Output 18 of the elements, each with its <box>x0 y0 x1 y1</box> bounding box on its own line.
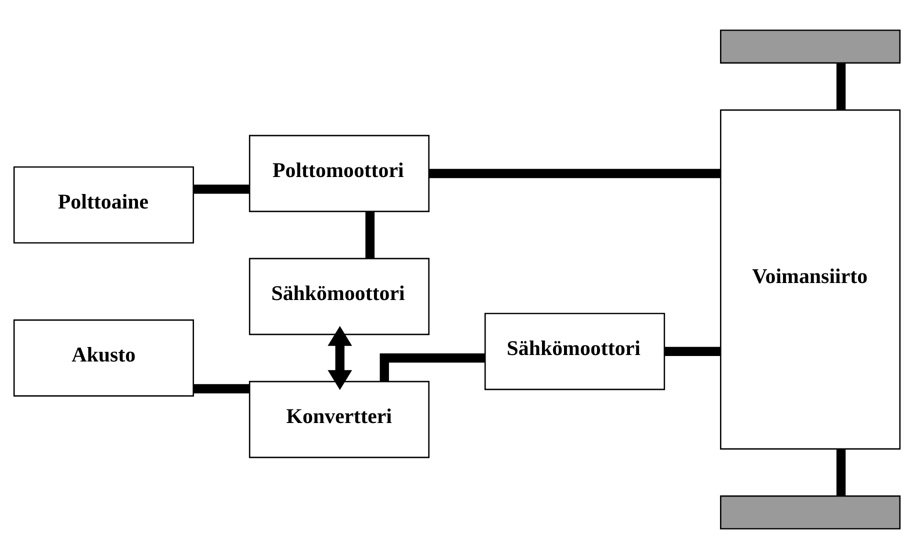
node-box <box>720 495 901 530</box>
node-box: Polttomoottori <box>248 134 430 212</box>
node-box: Sähkömoottori <box>484 312 666 390</box>
connector <box>193 184 250 194</box>
connector <box>428 168 721 178</box>
node-box: Voimansiirto <box>720 109 901 450</box>
node-box: Akusto <box>13 319 194 397</box>
node-box: Konvertteri <box>248 380 430 458</box>
connector <box>836 449 846 496</box>
connector <box>365 212 375 258</box>
node-box: Polttoaine <box>13 166 194 244</box>
node-box: Sähkömoottori <box>248 258 430 336</box>
connector <box>836 62 846 110</box>
connector <box>193 384 250 394</box>
node-box <box>720 30 901 64</box>
connector <box>380 353 485 382</box>
arrow <box>328 326 352 390</box>
connector <box>664 346 720 356</box>
